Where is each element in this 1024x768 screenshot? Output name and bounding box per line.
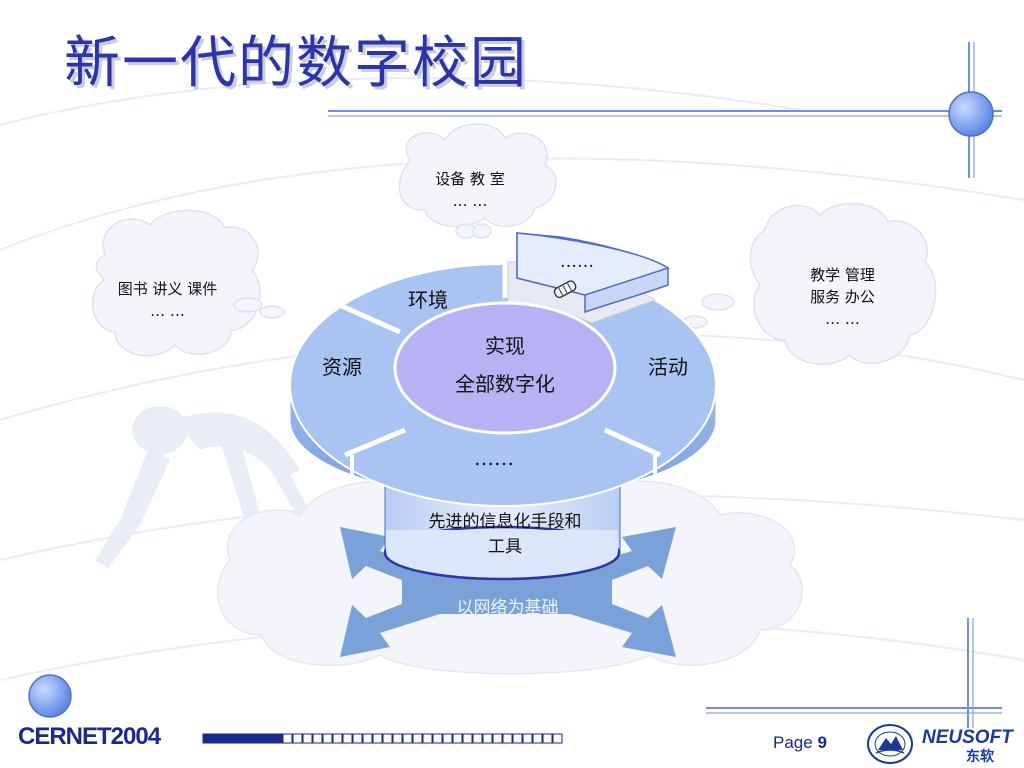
progress-box-empty xyxy=(422,733,433,744)
cloud-top-line2: … … xyxy=(452,192,488,210)
progress-box-empty xyxy=(322,733,333,744)
slide-progress-bar xyxy=(202,733,563,744)
cloud-left-line1: 图书 讲义 课件 xyxy=(117,280,218,298)
progress-box-empty xyxy=(512,733,523,744)
university-seal-icon xyxy=(867,724,913,764)
progress-box-empty xyxy=(542,733,553,744)
page-label: Page xyxy=(773,733,813,752)
page-title: 新一代的数字校园 xyxy=(64,31,528,96)
four-way-arrow-icon xyxy=(340,527,676,657)
progress-box-filled xyxy=(222,733,233,744)
runner-silhouette xyxy=(95,406,332,568)
progress-box-empty xyxy=(352,733,363,744)
center-line2: 全部数字化 xyxy=(455,372,555,396)
progress-box-empty xyxy=(402,733,413,744)
segment-resources-label: 资源 xyxy=(322,355,362,379)
cloud-right-line3: … … xyxy=(825,310,860,328)
neusoft-logo-cn: 东软 xyxy=(966,749,994,765)
progress-box-empty xyxy=(372,733,383,744)
progress-box-empty xyxy=(432,733,443,744)
footer-decoration xyxy=(28,618,1002,728)
progress-box-empty xyxy=(302,733,313,744)
cloud-top xyxy=(398,123,557,239)
title-decoration xyxy=(328,42,1002,178)
progress-box-empty xyxy=(552,733,563,744)
scroll-icon xyxy=(553,280,577,299)
cloud-right-line1: 教学 管理 xyxy=(810,266,875,284)
page-number-value: 9 xyxy=(817,733,827,752)
pillar-line1: 先进的信息化手段和 xyxy=(428,512,582,532)
progress-box-filled xyxy=(252,733,263,744)
center-text: 实现 全部数字化 xyxy=(430,327,580,403)
cloud-left-line2: … … xyxy=(150,302,185,320)
segment-environment-label: 环境 xyxy=(408,288,448,312)
progress-box-empty xyxy=(502,733,513,744)
progress-box-empty xyxy=(442,733,453,744)
pillar-text: 先进的信息化手段和 工具 xyxy=(405,510,605,560)
progress-box-empty xyxy=(292,733,303,744)
cloud-left xyxy=(91,209,285,357)
progress-box-empty xyxy=(332,733,343,744)
center-hub xyxy=(393,301,617,435)
cloud-left-text: 图书 讲义 课件 … … xyxy=(100,278,235,322)
progress-box-empty xyxy=(392,733,403,744)
progress-box-empty xyxy=(362,733,373,744)
progress-box-empty xyxy=(342,733,353,744)
progress-box-filled xyxy=(262,733,273,744)
cloud-top-line1: 设备 教 室 xyxy=(435,170,505,188)
lifted-segment xyxy=(516,232,670,314)
progress-box-empty xyxy=(522,733,533,744)
progress-box-empty xyxy=(482,733,493,744)
cloud-right-text: 教学 管理 服务 办公 … … xyxy=(785,264,900,330)
progress-box-filled xyxy=(202,733,213,744)
progress-box-filled xyxy=(272,733,283,744)
progress-box-empty xyxy=(472,733,483,744)
progress-box-empty xyxy=(282,733,293,744)
neusoft-logo-text: NEUSOFT xyxy=(922,727,1013,748)
lifted-segment-label: …… xyxy=(560,252,594,272)
segment-activities-label: 活动 xyxy=(648,355,688,379)
progress-box-filled xyxy=(212,733,223,744)
pillar-line2: 工具 xyxy=(488,537,522,557)
cloud-top-text: 设备 教 室 … … xyxy=(415,168,525,212)
progress-box-empty xyxy=(462,733,473,744)
footer-cernet-label: CERNET2004 xyxy=(18,723,161,750)
center-line1: 实现 xyxy=(485,334,525,358)
progress-box-empty xyxy=(312,733,323,744)
progress-box-empty xyxy=(492,733,503,744)
base-label: 以网络为基础 xyxy=(456,598,559,618)
page-number: Page 9 xyxy=(773,733,827,753)
segment-more-label: …… xyxy=(474,446,514,470)
cloud-right-line2: 服务 办公 xyxy=(810,288,875,306)
progress-box-empty xyxy=(532,733,543,744)
progress-box-filled xyxy=(242,733,253,744)
title-ball-icon xyxy=(948,91,994,137)
progress-box-empty xyxy=(382,733,393,744)
progress-box-empty xyxy=(452,733,463,744)
footer-ball-icon xyxy=(28,674,72,718)
progress-box-empty xyxy=(412,733,423,744)
progress-box-filled xyxy=(232,733,243,744)
